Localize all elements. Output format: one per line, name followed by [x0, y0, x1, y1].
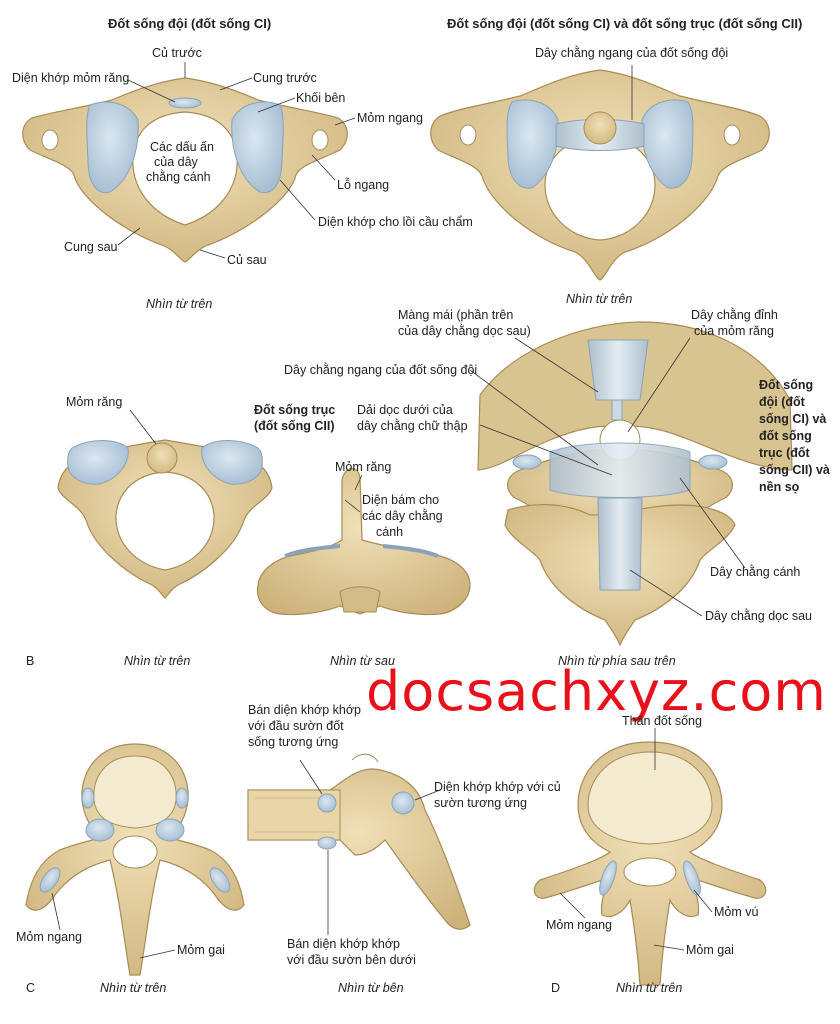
- lumbar-vertebra-top-view: [533, 741, 767, 986]
- label-posterior-arch: Cung sau: [64, 240, 118, 254]
- axis-title-2: (đốt sống CII): [254, 419, 335, 433]
- side-title-6: sống CII) và: [759, 463, 830, 477]
- label-lateral-mass: Khối bên: [296, 91, 346, 105]
- label-alar-attachment-2: các dây chằng: [362, 509, 443, 523]
- side-title-3: sống CI) và: [759, 412, 827, 426]
- label-transverse-process: Mỏm ngang: [357, 111, 424, 125]
- view-caption-c-1: Nhìn từ trên: [100, 981, 167, 995]
- label-alar-marks-1: Các dấu ấn: [150, 140, 214, 154]
- view-caption-b-3: Nhìn từ phía sau trên: [558, 654, 676, 668]
- view-caption-b-1: Nhìn từ trên: [124, 654, 191, 668]
- view-caption-b-2: Nhìn từ sau: [330, 654, 395, 668]
- axis-posterior-view: [256, 467, 471, 616]
- label-posterior-tubercle: Củ sau: [227, 253, 267, 267]
- label-anterior-tubercle: Củ trước: [152, 46, 202, 60]
- label-facet-for-dens: Diện khớp mỏm răng: [12, 71, 130, 85]
- label-alar-attachment-1: Diện bám cho: [362, 493, 440, 507]
- label-transverse-costal-facet-2: sườn tương ứng: [434, 796, 527, 810]
- label-inferior-band-1: Dải dọc dưới của: [357, 403, 453, 417]
- side-title-4: đốt sống: [759, 429, 812, 443]
- label-alar-attachment-3: cánh: [376, 525, 404, 539]
- axis-title-1: Đốt sống trục: [254, 403, 336, 417]
- label-transverse-ligament-b: Dây chằng ngang của đốt sống đội: [284, 363, 478, 377]
- atlas-axis-top-view-right: [430, 69, 770, 281]
- label-d-transverse-process: Mỏm ngang: [546, 918, 613, 932]
- label-alar-marks-2: của dây: [154, 155, 198, 169]
- side-title-5: trục (đốt: [759, 446, 810, 460]
- label-superior-costal-facet-1: Bán diện khớp khớp: [248, 703, 361, 717]
- side-title-2: đội (đốt: [759, 395, 805, 409]
- side-title-7: nền sọ: [759, 480, 800, 494]
- atlas-title: Đốt sống đội (đốt sống CI): [108, 16, 272, 31]
- label-posterior-longitudinal: Dây chằng dọc sau: [705, 609, 813, 623]
- label-alar-marks-3: chằng cánh: [146, 170, 211, 184]
- label-superior-costal-facet-3: sống tương ứng: [248, 735, 339, 749]
- label-transverse-costal-facet-1: Diện khớp khớp với củ: [434, 780, 561, 794]
- view-caption-d: Nhìn từ trên: [616, 981, 683, 995]
- label-mammillary-process: Mỏm vú: [714, 905, 759, 919]
- side-title-1: Đốt sống: [759, 378, 814, 392]
- view-caption-a-left: Nhìn từ trên: [146, 297, 213, 311]
- atlas-top-view-left: [22, 77, 348, 263]
- panel-letter-b: B: [26, 654, 35, 668]
- leader-lines: [51, 62, 746, 959]
- label-inferior-costal-facet-1: Bán diện khớp khớp: [287, 937, 400, 951]
- label-superior-costal-facet-2: với đầu sườn đốt: [248, 719, 344, 733]
- label-facet-occipital: Diện khớp cho lồi cầu chẩm: [318, 215, 473, 229]
- thoracic-vertebra-top-view: [25, 743, 245, 976]
- axis-top-view: [57, 439, 273, 599]
- label-inferior-costal-facet-2: với đầu sườn bên dưới: [287, 953, 416, 967]
- label-tectorial-membrane-1: Màng mái (phần trên: [398, 308, 514, 322]
- label-apical-ligament-1: Dây chằng đỉnh: [691, 308, 778, 322]
- atlas-axis-title: Đốt sống đội (đốt sống CI) và đốt sống t…: [447, 16, 803, 31]
- label-alar-ligament: Dây chằng cánh: [710, 565, 801, 579]
- view-caption-c-2: Nhìn từ bên: [338, 981, 404, 995]
- label-vertebral-body: Thân đốt sống: [622, 714, 702, 728]
- watermark-text: docsachxyz.com: [366, 660, 827, 723]
- panel-letter-d: D: [551, 981, 561, 995]
- label-apical-ligament-2: của mỏm răng: [694, 324, 774, 338]
- label-inferior-band-2: dây chằng chữ thập: [357, 419, 468, 433]
- label-c-transverse-process: Mỏm ngang: [16, 930, 83, 944]
- craniovertebral-posterior-view: [477, 321, 793, 647]
- label-dens-2: Mỏm răng: [335, 460, 392, 474]
- label-tectorial-membrane-2: của dây chằng dọc sau): [398, 324, 531, 338]
- view-caption-a-right: Nhìn từ trên: [566, 292, 633, 306]
- label-dens-1: Mỏm răng: [66, 395, 123, 409]
- label-transverse-foramen: Lỗ ngang: [337, 178, 390, 192]
- label-transverse-ligament-a: Dây chằng ngang của đốt sống đội: [535, 46, 729, 60]
- label-c-spinous-process: Mỏm gai: [177, 943, 225, 957]
- panel-letter-c: C: [26, 981, 36, 995]
- label-d-spinous-process: Mỏm gai: [686, 943, 734, 957]
- label-anterior-arch: Cung trước: [253, 71, 317, 85]
- thoracic-vertebra-lateral-view: [247, 753, 471, 930]
